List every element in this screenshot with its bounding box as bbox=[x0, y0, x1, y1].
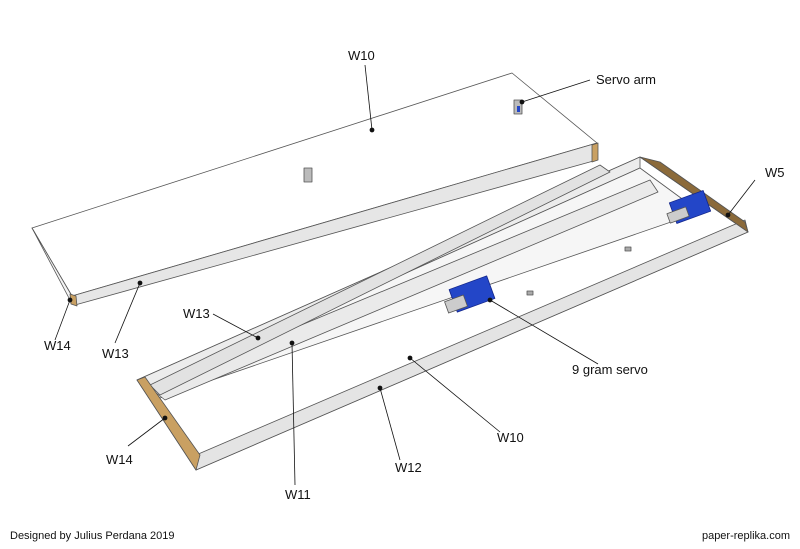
servo-arm-slot bbox=[303, 167, 313, 183]
leader-lines bbox=[54, 64, 756, 486]
label-w13-mid: W13 bbox=[183, 306, 210, 321]
label-w12: W12 bbox=[395, 460, 422, 475]
footer-credit: Designed by Julius Perdana 2019 bbox=[10, 530, 175, 542]
label-w13-left: W13 bbox=[102, 346, 129, 361]
label-w11: W11 bbox=[285, 487, 311, 502]
rail-w13 bbox=[149, 164, 611, 396]
end-w14 bbox=[136, 376, 201, 471]
label-w10-bottom: W10 bbox=[497, 430, 524, 445]
rail-w11 bbox=[149, 179, 659, 401]
label-servo-arm: Servo arm bbox=[596, 72, 656, 87]
servo-right bbox=[666, 190, 712, 224]
lid-part-w10 bbox=[31, 72, 599, 307]
label-w14-left: W14 bbox=[44, 338, 71, 353]
footer-site: paper-replika.com bbox=[701, 530, 790, 542]
servo-mid bbox=[444, 275, 496, 314]
label-w10-top: W10 bbox=[348, 48, 375, 63]
label-9-gram-servo: 9 gram servo bbox=[572, 362, 648, 377]
label-w14-bottom: W14 bbox=[106, 452, 133, 467]
tray-part bbox=[136, 156, 749, 471]
label-w5: W5 bbox=[765, 165, 785, 180]
